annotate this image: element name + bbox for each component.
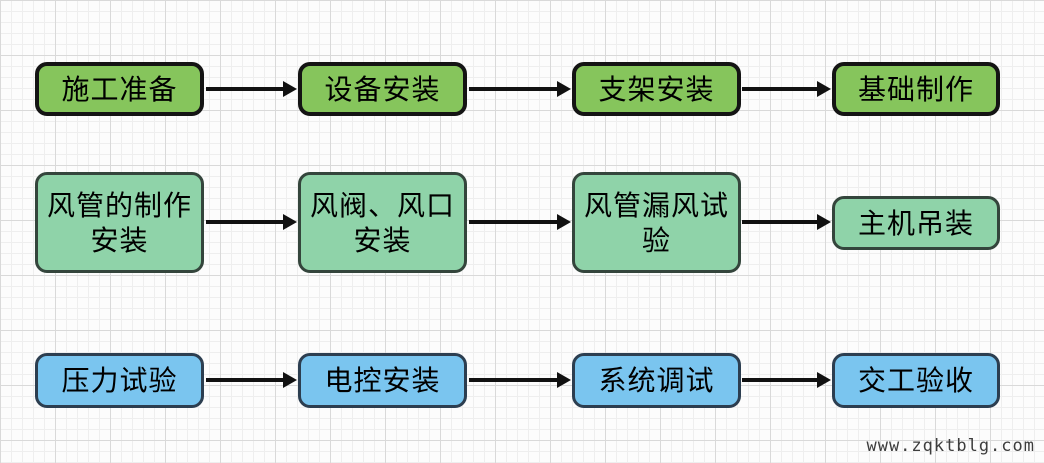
- node-electrical-control-installation: 电控安装: [298, 353, 467, 408]
- node-pressure-test: 压力试验: [35, 353, 204, 408]
- arrow-right: [742, 372, 831, 388]
- arrow-shaft: [469, 220, 559, 224]
- node-handover-acceptance: 交工验收: [832, 353, 1000, 408]
- node-duct-fabrication-installation: 风管的制作安装: [35, 172, 204, 273]
- arrow-right: [469, 372, 571, 388]
- arrow-head-icon: [817, 372, 831, 388]
- arrow-head-icon: [557, 214, 571, 230]
- arrow-shaft: [206, 87, 285, 91]
- node-construction-preparation: 施工准备: [35, 62, 204, 116]
- arrow-shaft: [742, 87, 819, 91]
- node-equipment-installation: 设备安装: [298, 62, 467, 116]
- arrow-head-icon: [283, 214, 297, 230]
- arrow-shaft: [206, 220, 285, 224]
- node-damper-vent-installation: 风阀、风口安装: [298, 172, 467, 273]
- node-foundation-making: 基础制作: [832, 62, 1000, 116]
- arrow-right: [469, 81, 571, 97]
- arrow-head-icon: [283, 81, 297, 97]
- arrow-shaft: [469, 87, 559, 91]
- arrow-right: [742, 81, 831, 97]
- arrow-right: [206, 372, 297, 388]
- node-bracket-installation: 支架安装: [572, 62, 741, 116]
- arrow-right: [206, 214, 297, 230]
- arrow-head-icon: [557, 372, 571, 388]
- arrow-shaft: [206, 378, 285, 382]
- arrow-head-icon: [283, 372, 297, 388]
- arrow-shaft: [742, 220, 819, 224]
- node-system-commissioning: 系统调试: [572, 353, 741, 408]
- arrow-shaft: [742, 378, 819, 382]
- watermark-url: www.zqktblg.com: [866, 436, 1035, 456]
- node-duct-leak-test: 风管漏风试验: [572, 172, 741, 273]
- arrow-head-icon: [557, 81, 571, 97]
- arrow-right: [469, 214, 571, 230]
- arrow-head-icon: [817, 214, 831, 230]
- node-main-unit-hoisting: 主机吊装: [832, 196, 1000, 250]
- arrow-head-icon: [817, 81, 831, 97]
- arrow-right: [206, 81, 297, 97]
- arrow-right: [742, 214, 831, 230]
- arrow-shaft: [469, 378, 559, 382]
